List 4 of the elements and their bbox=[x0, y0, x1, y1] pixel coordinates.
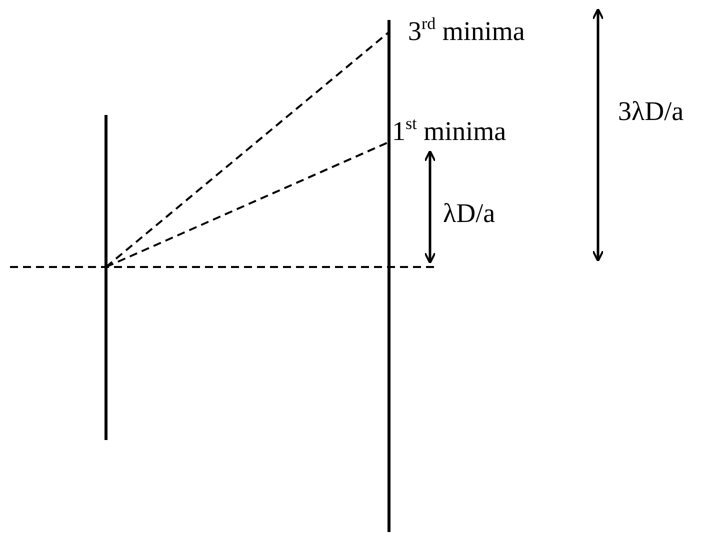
minima-label: 1$^{st}$ minima bbox=[392, 118, 506, 145]
minima-label: 3$^{rd}$ minima bbox=[408, 18, 525, 45]
dimension-label: λD/a bbox=[443, 200, 496, 227]
dimension-label: 3λD/a bbox=[618, 98, 684, 125]
